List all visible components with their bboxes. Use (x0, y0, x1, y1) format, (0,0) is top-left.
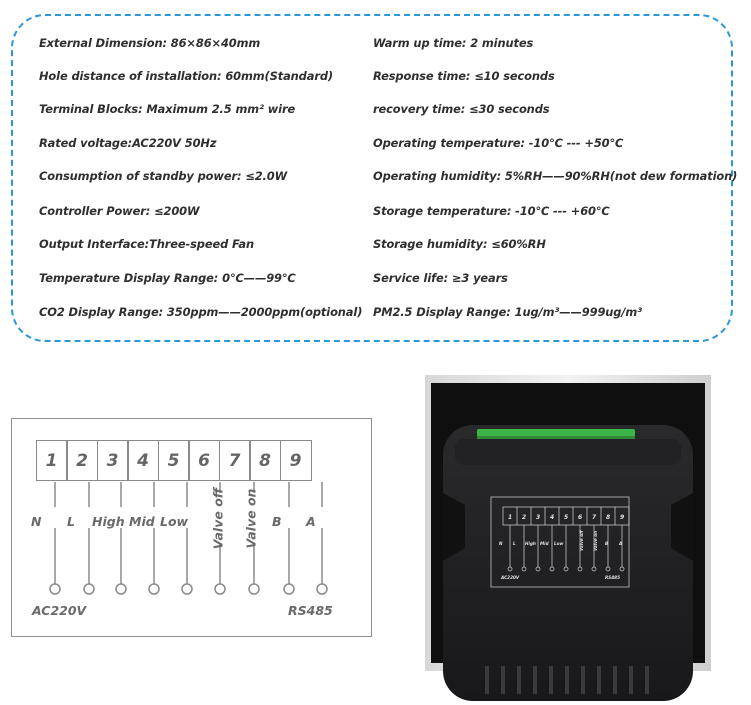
mini-power-label: AC220V (500, 575, 520, 580)
mini-label-high: High (525, 541, 536, 546)
terminal-2: 2 (66, 440, 98, 481)
spec-rated-voltage: Rated voltage:AC220V 50Hz (39, 136, 217, 150)
terminal-strip: 1 2 3 4 5 6 7 8 9 (35, 440, 312, 481)
mini-label-a: A (618, 541, 622, 546)
mini-terminal-1: 1 (508, 514, 512, 521)
terminal-1: 1 (35, 440, 68, 481)
terminal-8: 8 (249, 440, 281, 481)
mini-label-low: Low (554, 541, 564, 546)
label-valve-off: Valve off (210, 487, 226, 550)
mini-terminal-5: 5 (564, 514, 568, 521)
rs485-label: RS485 (288, 603, 333, 618)
mini-label-l: L (513, 541, 516, 546)
mini-rs485-label: RS485 (605, 575, 620, 580)
label-valve-on: Valve on (243, 488, 259, 549)
mini-terminal-3: 3 (536, 514, 540, 521)
label-mid: Mid (129, 514, 155, 529)
spec-response-time: Response time: ≤10 seconds (373, 69, 555, 83)
mini-label-mid: Mid (540, 541, 550, 546)
spec-service-life: Service life: ≥3 years (373, 271, 508, 285)
spec-standby-power: Consumption of standby power: ≤2.0W (39, 169, 288, 183)
mini-terminal-7: 7 (592, 514, 597, 521)
label-b: B (272, 514, 282, 529)
spec-output-interface: Output Interface:Three-speed Fan (39, 237, 254, 251)
mini-label-n: N (499, 541, 503, 546)
power-label: AC220V (32, 603, 87, 618)
spec-pm25-display-range: PM2.5 Display Range: 1ug/m³——999ug/m³ (373, 305, 643, 319)
spec-terminal-blocks: Terminal Blocks: Maximum 2.5 mm² wire (39, 102, 296, 116)
spec-controller-power: Controller Power: ≤200W (39, 204, 200, 218)
spec-storage-humidity: Storage humidity: ≤60%RH (373, 237, 546, 251)
mini-terminal-8: 8 (606, 514, 610, 521)
terminal-3: 3 (96, 440, 129, 481)
specifications-panel: External Dimension: 86×86×40mm Hole dist… (11, 14, 737, 342)
label-n: N (31, 514, 42, 529)
mini-terminal-9: 9 (620, 514, 624, 521)
label-low: Low (160, 514, 189, 529)
mini-terminal-4: 4 (550, 514, 554, 521)
spec-operating-temperature: Operating temperature: -10℃ --- +50℃ (373, 136, 624, 150)
terminal-5: 5 (157, 440, 190, 481)
housing-body (443, 425, 693, 701)
wiring-diagram: 1 2 3 4 5 6 7 8 9 N L High Mid Low Valve… (11, 418, 372, 637)
terminal-7: 7 (218, 440, 251, 481)
mini-terminal-6: 6 (578, 514, 582, 521)
label-l: L (67, 514, 75, 529)
mini-label-valve-off: Valve off (579, 530, 584, 551)
label-a: A (306, 514, 316, 529)
spec-hole-distance: Hole distance of installation: 60mm(Stan… (39, 69, 334, 83)
mini-label-valve-on: Valve on (593, 531, 598, 551)
terminal-wires (48, 481, 328, 595)
terminal-9: 9 (279, 440, 312, 481)
spec-external-dimension: External Dimension: 86×86×40mm (39, 36, 261, 50)
spec-warm-up-time: Warm up time: 2 minutes (373, 36, 534, 50)
mini-terminal-2: 2 (522, 514, 526, 521)
terminal-4: 4 (127, 440, 159, 481)
mini-label-b: B (605, 541, 608, 546)
spec-recovery-time: recovery time: ≤30 seconds (373, 102, 550, 116)
device-rear-photo: 1 2 3 4 5 6 7 8 9 N L High Mid Low Valve… (425, 373, 711, 701)
device-illustration: 1 2 3 4 5 6 7 8 9 N L High Mid Low Valve… (425, 375, 711, 701)
spec-co2-display-range: CO2 Display Range: 350ppm——2000ppm(optio… (39, 305, 363, 319)
spec-temperature-display-range: Temperature Display Range: 0℃——99℃ (39, 271, 296, 285)
spec-operating-humidity: Operating humidity: 5%RH——90%RH(not dew … (373, 169, 738, 183)
label-high: High (92, 514, 125, 529)
spec-storage-temperature: Storage temperature: -10℃ --- +60℃ (373, 204, 610, 218)
terminal-6: 6 (188, 440, 220, 481)
